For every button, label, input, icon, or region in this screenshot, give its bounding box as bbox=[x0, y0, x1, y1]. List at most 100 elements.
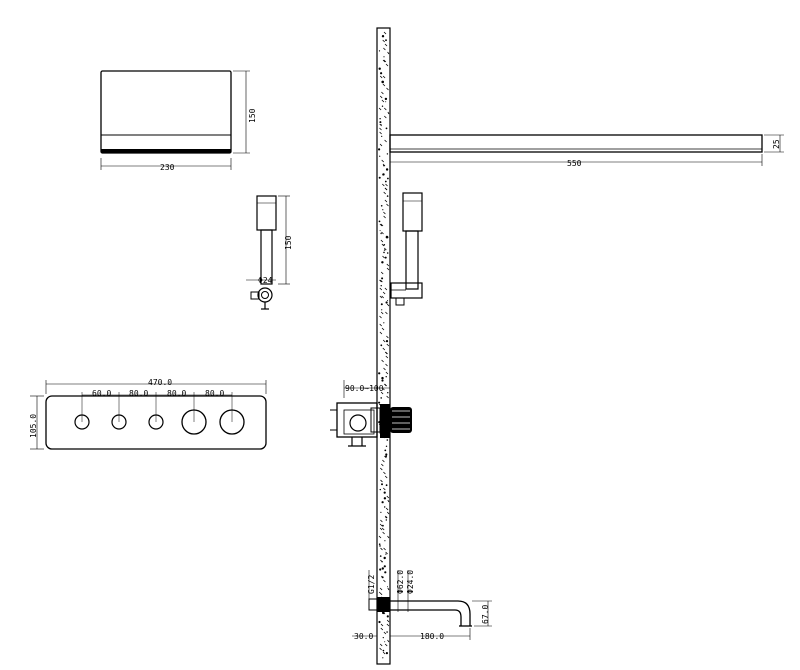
wall-hatch-mark bbox=[380, 547, 383, 551]
wall-hatch-mark bbox=[386, 631, 388, 633]
wall-hatch-mark bbox=[381, 309, 383, 311]
wall-hatch-mark bbox=[382, 183, 385, 187]
wall-hatch-mark bbox=[383, 215, 386, 219]
wall-hatch-mark bbox=[386, 511, 390, 515]
wall-hatch-mark bbox=[379, 545, 381, 547]
wall-hatch-mark bbox=[383, 579, 386, 583]
wall-hatch-mark bbox=[386, 623, 390, 627]
wall-hatch-mark bbox=[383, 31, 387, 35]
wall-hatch-mark bbox=[379, 131, 382, 135]
hand-shower-side-view: 150 Φ24 bbox=[246, 195, 293, 310]
wall-hatch-mark bbox=[380, 519, 383, 523]
wall-hatch-mark bbox=[379, 123, 382, 127]
wall-hatch-mark bbox=[379, 230, 381, 232]
wall-hatch-mark bbox=[381, 359, 384, 363]
wall-hatch-mark bbox=[382, 339, 386, 343]
panel-total-width-label: 470.0 bbox=[148, 378, 172, 387]
wall-hatch-mark bbox=[380, 391, 384, 395]
wall-hatch-mark bbox=[379, 127, 382, 131]
wall-hatch-mark bbox=[387, 392, 389, 394]
wall-hatch-mark bbox=[381, 277, 384, 280]
wall-hatch-mark bbox=[385, 101, 387, 103]
wall-hatch-mark bbox=[381, 231, 384, 235]
wall-hatch-mark bbox=[382, 651, 386, 655]
wall-hatch-mark bbox=[379, 279, 382, 283]
wall-hatch-mark bbox=[380, 72, 383, 75]
wall-hatch-mark bbox=[384, 383, 387, 387]
wall-hatch-mark bbox=[382, 387, 385, 391]
wall-hatch-mark bbox=[381, 159, 384, 163]
spout-d2-label: Φ24.0 bbox=[406, 570, 415, 594]
wall-hatch-mark bbox=[385, 301, 388, 304]
wall-hatch-mark bbox=[383, 191, 386, 195]
hand-shower-wall-view bbox=[390, 192, 423, 306]
wall-hatch-mark bbox=[382, 75, 386, 79]
wall-hatch-mark bbox=[382, 657, 384, 659]
wall-hatch-mark bbox=[383, 251, 385, 254]
wall-hatch-mark bbox=[380, 239, 384, 243]
wall-hatch-mark bbox=[385, 484, 388, 487]
wall-hatch-mark bbox=[381, 91, 384, 95]
wall-hatch-mark bbox=[378, 107, 382, 111]
wall-hatch-mark bbox=[384, 540, 386, 542]
valve-section-view: 90.0~100 bbox=[330, 380, 412, 447]
wall-hatch-mark bbox=[379, 287, 383, 291]
wall-hatch-mark bbox=[383, 59, 387, 63]
wall-hatch-mark bbox=[378, 372, 381, 375]
wall-hatch-mark bbox=[385, 455, 387, 458]
wall-hatch-mark bbox=[385, 311, 388, 315]
panel-height-label: 105.0 bbox=[29, 414, 38, 438]
wall-hatch-mark bbox=[382, 83, 386, 87]
wall-hatch-mark bbox=[386, 495, 390, 499]
panel-knob-2 bbox=[111, 414, 127, 430]
wall-hatch-mark bbox=[382, 649, 385, 652]
wall-hatch-mark bbox=[379, 95, 383, 99]
wall-hatch-mark bbox=[386, 343, 390, 347]
wall-hatch-mark bbox=[383, 56, 385, 58]
wall-hatch-mark bbox=[381, 295, 384, 299]
wall-hatch-mark bbox=[385, 445, 388, 447]
wall-hatch-mark bbox=[386, 87, 389, 91]
wall-hatch-mark bbox=[384, 107, 387, 111]
wall-hatch-mark bbox=[378, 176, 381, 179]
spout-d1-label: Φ62.0 bbox=[396, 570, 405, 594]
wall-hatch-mark bbox=[385, 63, 389, 67]
wall-hatch-mark bbox=[384, 643, 388, 647]
wall-hatch-mark bbox=[380, 344, 383, 347]
wall-hatch-mark bbox=[385, 376, 387, 378]
wall-hatch-mark bbox=[387, 177, 389, 180]
wall-hatch-mark bbox=[387, 300, 389, 301]
wall-hatch-mark bbox=[378, 620, 381, 624]
arm-thickness-label: 25 bbox=[772, 139, 781, 149]
wall-hatch-mark bbox=[381, 575, 384, 579]
wall-hatch-mark bbox=[378, 50, 381, 52]
panel-knob-5 bbox=[219, 409, 245, 435]
wall-hatch-mark bbox=[384, 455, 387, 459]
wall-hatch-mark bbox=[378, 220, 381, 223]
panel-knob-4 bbox=[181, 409, 207, 435]
wall-hatch-mark bbox=[379, 155, 381, 157]
wall-hatch-mark bbox=[382, 347, 386, 351]
wall-hatch-mark bbox=[379, 587, 383, 591]
wall-hatch-mark bbox=[383, 471, 386, 475]
wall-hatch-mark bbox=[380, 511, 382, 513]
wall-hatch-mark bbox=[379, 75, 383, 79]
panel-spacing-1: 60.0 bbox=[92, 389, 111, 398]
wall-hatch-mark bbox=[381, 527, 385, 531]
wall-hatch-mark bbox=[384, 180, 387, 183]
wall-hatch-mark bbox=[387, 587, 390, 591]
wall-hatch-mark bbox=[384, 475, 388, 479]
wall-hatch-mark bbox=[387, 639, 390, 643]
wall-hatch-mark bbox=[382, 637, 384, 639]
spout-side-view: G1/2 Φ62.0 Φ24.0 180.0 30.0 67.0 bbox=[352, 570, 492, 641]
wall-hatch-mark bbox=[383, 322, 385, 324]
showerhead-top-view: 230 150 bbox=[100, 70, 257, 172]
spout-thread-label: G1/2 bbox=[367, 575, 376, 594]
wall-hatch-mark bbox=[382, 255, 385, 259]
wall-hatch-mark bbox=[380, 627, 384, 631]
spout-offset-label: 30.0 bbox=[354, 632, 373, 641]
wall-hatch-mark bbox=[383, 497, 387, 500]
wall-hatch-mark bbox=[385, 519, 387, 521]
wall-hatch-mark bbox=[385, 355, 389, 359]
wall-hatch-mark bbox=[380, 467, 383, 471]
